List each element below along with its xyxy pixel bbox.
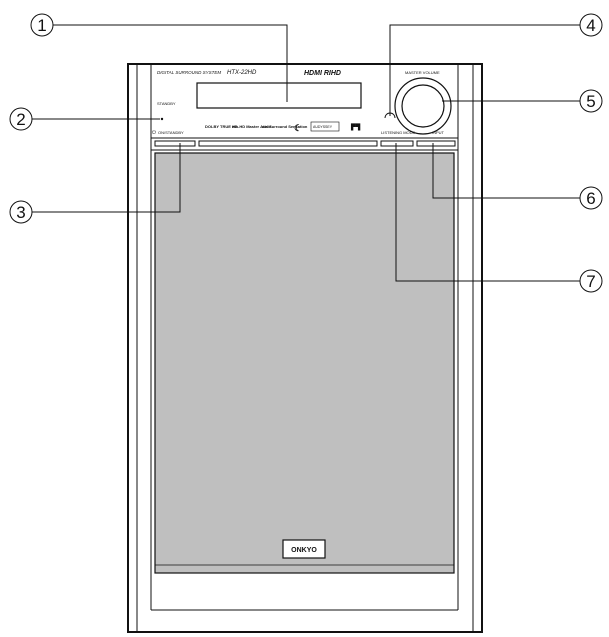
center-strip: [198, 140, 378, 147]
input-button[interactable]: [416, 140, 456, 147]
callout-1-leader: [53, 24, 288, 102]
callout-4: 4: [586, 16, 595, 35]
callout-7: 7: [586, 272, 595, 291]
button-strip: [151, 137, 458, 151]
callout-3-leader: [32, 143, 181, 213]
callout-6-leader: [432, 143, 580, 199]
brand-plate: [282, 539, 326, 559]
power-icon: ⏻: [152, 130, 156, 136]
crescent-logo-icon: ☾: [294, 123, 302, 133]
listening-mode-label: LISTENING MODE: [381, 130, 416, 135]
listening-mode-button[interactable]: [380, 140, 414, 147]
volume-label: MASTER VOLUME: [405, 70, 440, 75]
power-label: ON/STANDBY: [158, 130, 184, 135]
callout-1: 1: [37, 16, 46, 35]
standby-indicator: [160, 117, 164, 121]
callouts: 1 2 3 4 5 6 7: [9, 13, 603, 293]
cabinet: [127, 63, 483, 633]
callout-3: 3: [16, 203, 25, 222]
master-volume-knob[interactable]: [394, 77, 452, 135]
model-name: HTX-22HD: [227, 70, 257, 76]
dolby-logo: DOLBY TRUE HD: [205, 124, 238, 129]
callout-2: 2: [16, 110, 25, 129]
brand-logo: ONKYO: [291, 547, 317, 554]
audyssey-logo-box: [310, 121, 340, 132]
hdmi-logo: HDMI RIHD: [304, 70, 341, 77]
format-logos: DOLBY TRUE HD dts-HD Master Audio dts Su…: [205, 121, 361, 133]
callout-4-leader: [389, 24, 580, 116]
input-label: INPUT: [432, 130, 445, 135]
system-label: DIGITAL SURROUND SYSTEM: [157, 70, 221, 75]
dts-surround-logo: dts Surround Sensation: [262, 124, 308, 129]
callout-7-leader: [395, 143, 580, 282]
callout-5: 5: [586, 92, 595, 111]
audyssey-logo: AUDYSSEY: [313, 125, 333, 129]
speaker-grille: [154, 152, 455, 574]
dts-hd-logo: dts-HD Master Audio: [232, 124, 272, 129]
power-button[interactable]: [154, 140, 196, 147]
standby-label: STANDBY: [157, 101, 176, 106]
callout-6: 6: [586, 189, 595, 208]
master-volume-knob-inner: [401, 84, 445, 128]
display-window: [196, 82, 362, 109]
small-logo-icon: ▛▜: [350, 123, 361, 131]
